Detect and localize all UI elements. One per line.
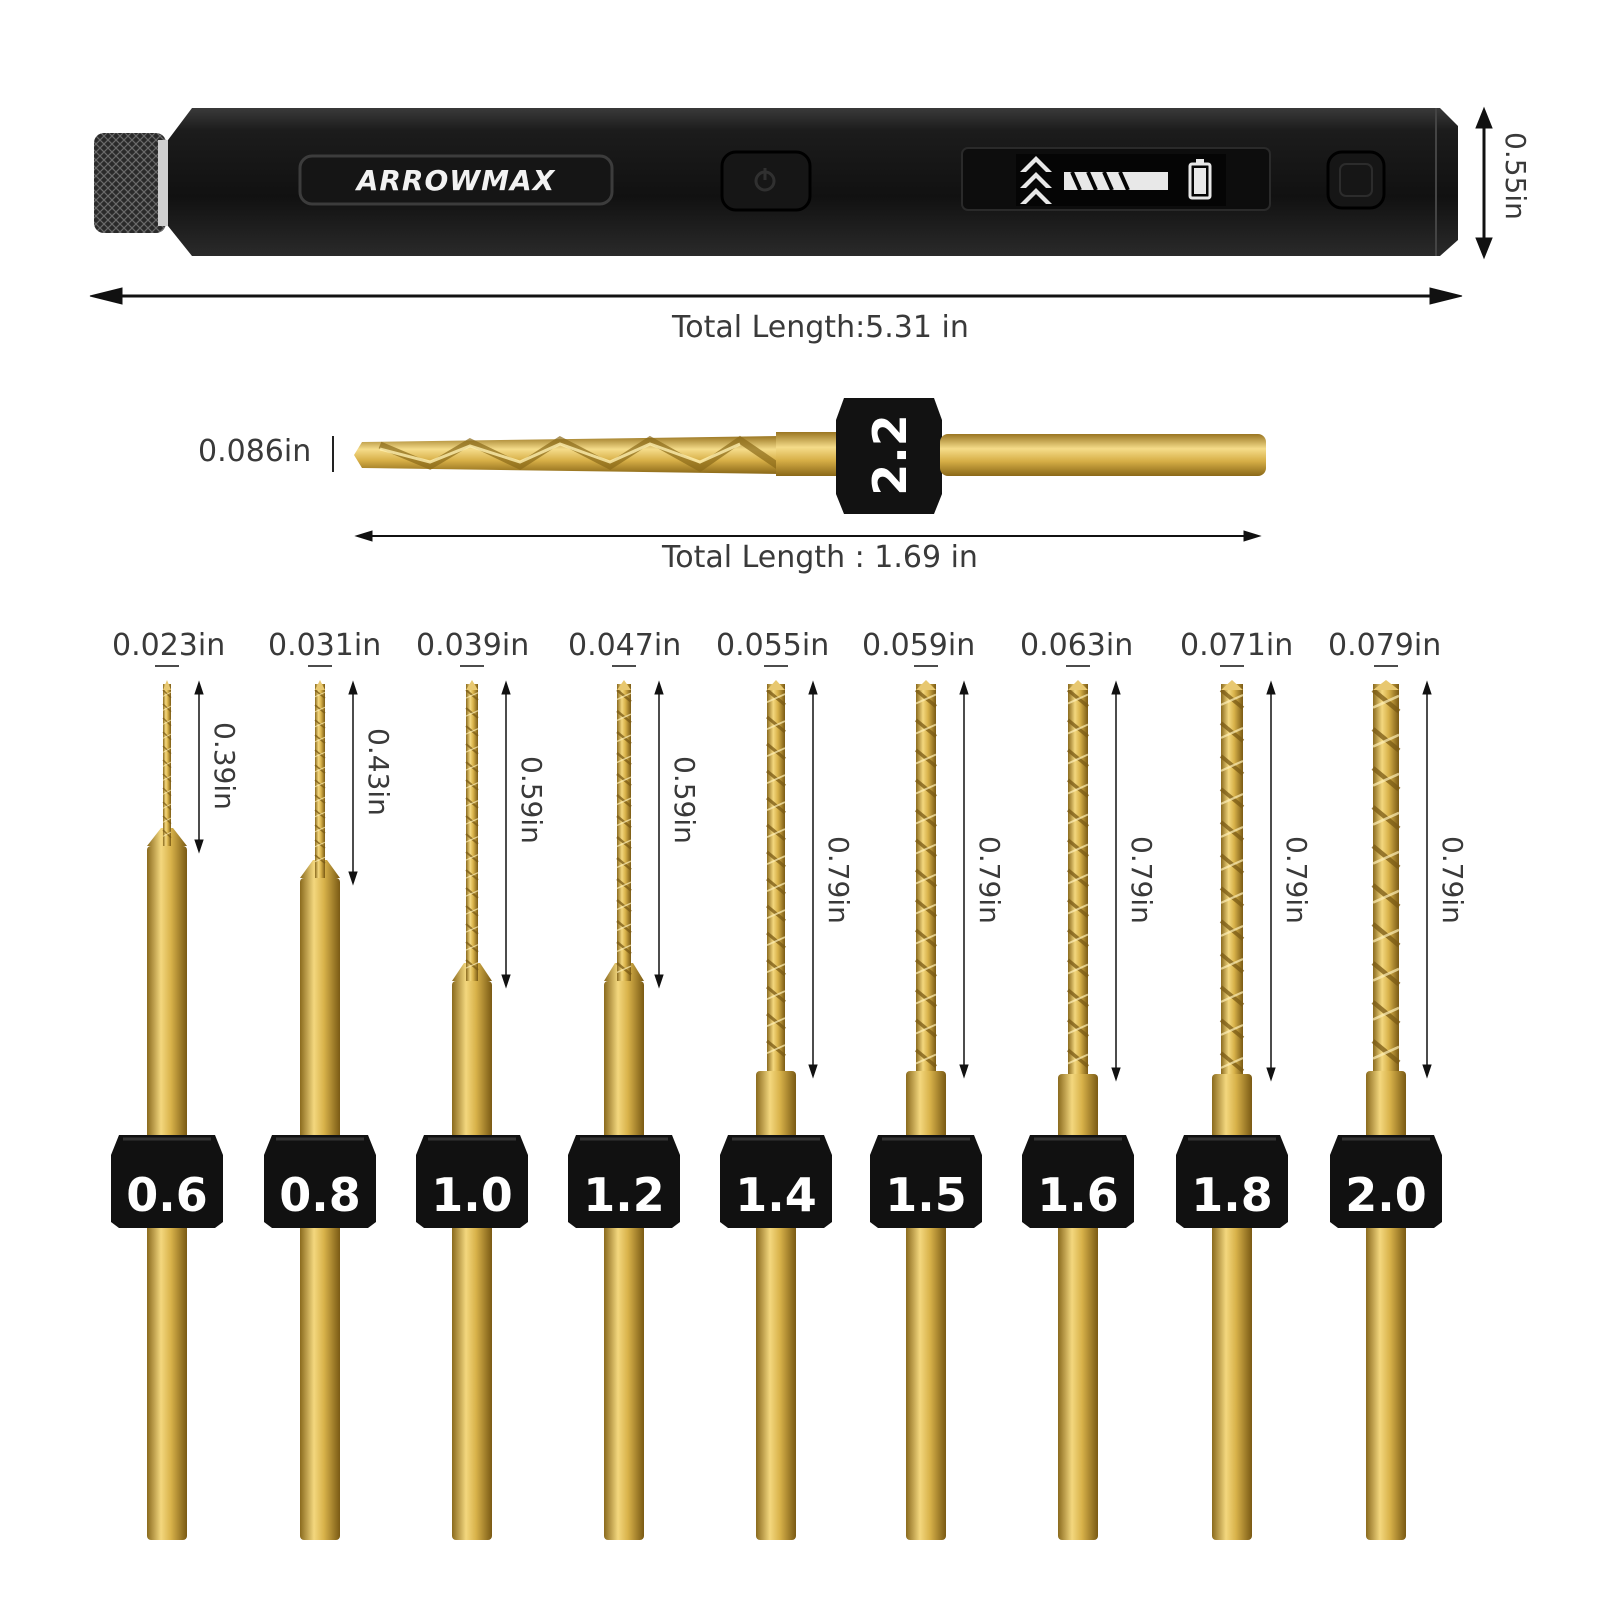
featured-length-arrow [354,530,1262,542]
brand-plate [298,154,614,206]
bit-size-label: 1.6 [1037,1168,1119,1222]
mode-button-icon [1339,163,1373,197]
bit-flute-length-label: 0.59in [515,756,548,844]
bit-flute-length-label: 0.79in [1125,836,1158,924]
flute-length-arrow [1266,680,1276,1082]
flute-length-arrow [501,680,511,989]
flute-length-arrow [194,680,204,854]
device-length-label: Total Length:5.31 in [672,310,969,345]
bit-flute-length-label: 0.79in [973,836,1006,924]
bit-diameter-label: 0.031in [268,628,382,663]
power-button[interactable] [720,150,812,212]
bit-diameter-label: 0.055in [716,628,830,663]
bit-size-label: 1.8 [1191,1168,1273,1222]
device-height-label: 0.55in [1499,132,1532,220]
flute-length-arrow [654,680,664,989]
length-dimension-arrow [89,287,1463,305]
bit-diameter-label: 0.059in [862,628,976,663]
speed-chevron-icon [1020,156,1052,204]
bit-diameter-label: 0.079in [1328,628,1442,663]
knurled-knob [94,133,168,233]
drill-bit-1.0 [416,680,528,1540]
drill-bit-2.0 [1330,680,1442,1540]
featured-drill-bit [332,398,1266,514]
flute-length-arrow [808,680,818,1079]
bit-size-label: 2.0 [1345,1168,1427,1222]
drill-bit-1.8 [1176,680,1288,1540]
featured-collar-label: 2.2 [863,414,917,496]
drill-bit-display-icon [1064,171,1168,191]
drill-bit-1.4 [720,680,832,1540]
power-button-icon [754,168,776,192]
drill-bit-1.5 [870,680,982,1540]
drill-bit-1.6 [1022,680,1134,1540]
drill-body [168,108,1458,256]
bit-diameter-label: 0.063in [1020,628,1134,663]
height-dimension-arrow [1475,106,1493,260]
flute-length-arrow [959,680,969,1079]
featured-diameter-label: 0.086in [198,434,312,469]
bit-diameter-label: 0.047in [568,628,682,663]
bit-flute-length-label: 0.79in [822,836,855,924]
brand-text: ARROWMAX [356,163,556,197]
bit-flute-length-label: 0.79in [1436,836,1469,924]
bit-size-label: 1.5 [885,1168,967,1222]
bit-size-label: 1.0 [431,1168,513,1222]
drill-bit-0.6 [111,680,223,1540]
bit-diameter-label: 0.039in [416,628,530,663]
bit-diameter-label: 0.071in [1180,628,1294,663]
flute-length-arrow [1422,680,1432,1079]
featured-length-label: Total Length : 1.69 in [662,540,978,575]
bit-size-label: 1.2 [583,1168,665,1222]
flute-length-arrow [348,680,358,886]
drill-bit-0.8 [264,680,376,1540]
bit-diameter-label: 0.023in [112,628,226,663]
bit-size-label: 0.8 [279,1168,361,1222]
flute-length-arrow [1111,680,1121,1082]
bit-size-label: 0.6 [126,1168,208,1222]
bit-flute-length-label: 0.43in [362,728,395,816]
mode-button[interactable] [1326,150,1386,210]
battery-icon [1188,159,1212,200]
drill-bit-1.2 [568,680,680,1540]
bit-flute-length-label: 0.79in [1280,836,1313,924]
brand-logo: ARROWMAX [300,156,612,204]
bit-flute-length-label: 0.39in [208,722,241,810]
bit-size-label: 1.4 [735,1168,817,1222]
bit-flute-length-label: 0.59in [668,756,701,844]
